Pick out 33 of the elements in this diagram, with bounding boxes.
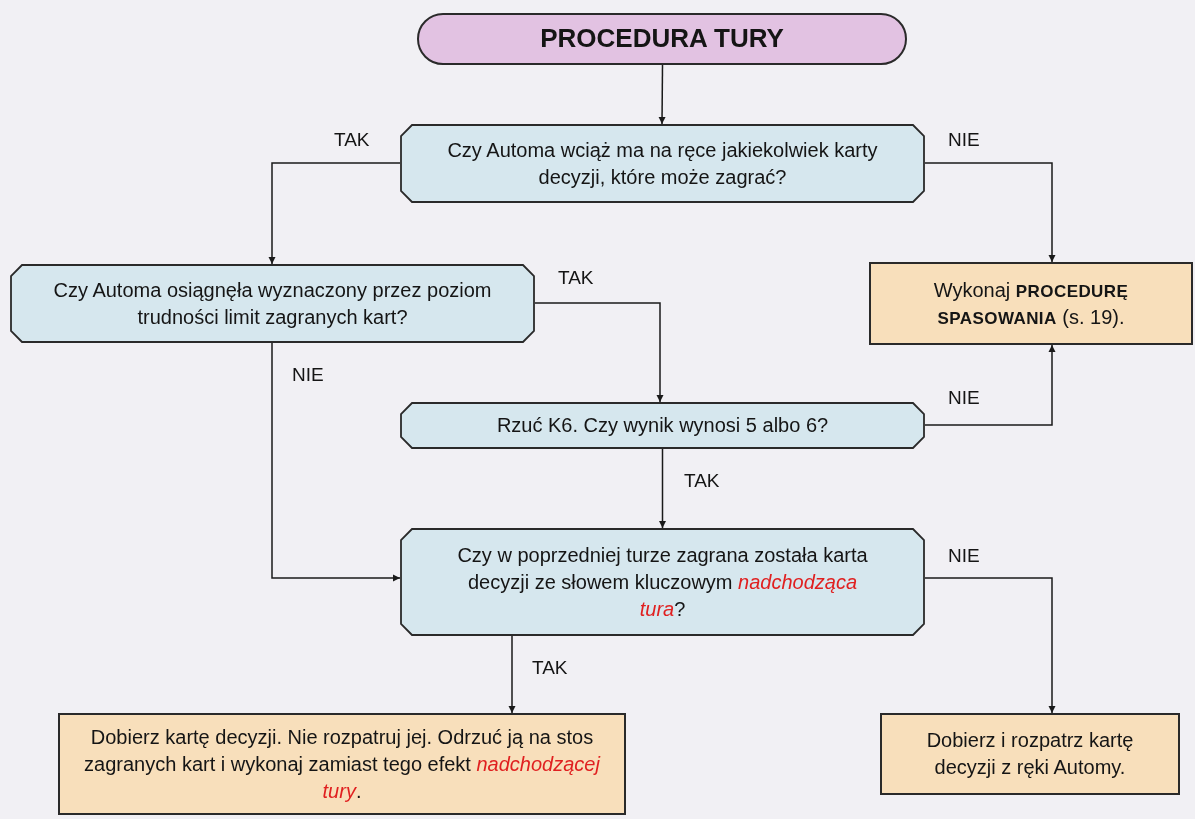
edge-label: TAK <box>684 469 720 493</box>
action-box <box>869 262 1193 345</box>
node-text: Wykonaj PROCEDURĘ SPASOWANIA (s. 19). <box>932 277 1130 330</box>
arrow <box>268 162 401 265</box>
edge-label: TAK <box>558 266 594 290</box>
arrow <box>924 577 1056 714</box>
decision-box <box>400 528 925 636</box>
node-text: PROCEDURA TURY <box>540 22 784 56</box>
decision-box <box>400 402 925 449</box>
node-text: Czy w poprzedniej turze zagrana została karta decyzji ze słowem kluczowym nadchodząca tura? <box>456 542 869 622</box>
node-text: Dobierz kartę decyzji. Nie rozpatruj jej. Odrzuć ją na stos zagranych kart i wykonaj zamiast tego efekt nadchodzącej tury. <box>84 724 600 804</box>
edge-label: TAK <box>532 656 568 680</box>
node-text: Dobierz i rozpatrz kartę decyzji z ręki Automy. <box>925 728 1135 780</box>
edge-label: NIE <box>292 363 324 387</box>
node-text: Czy Automa osiągnęła wyznaczony przez poziom trudności limit zagranych kart? <box>52 277 493 330</box>
arrow <box>534 302 664 403</box>
arrow <box>659 448 666 529</box>
node-text: Rzuć K6. Czy wynik wynosi 5 albo 6? <box>496 413 829 438</box>
arrow <box>271 342 401 582</box>
title-box <box>417 13 907 65</box>
edge-label: NIE <box>948 386 980 410</box>
arrow <box>508 635 516 714</box>
arrow <box>924 162 1056 263</box>
decision-box <box>400 124 925 203</box>
edge-label: TAK <box>334 128 370 152</box>
decision-box <box>10 264 535 343</box>
edge-label: NIE <box>948 544 980 568</box>
action-box <box>58 713 626 815</box>
node-text: Czy Automa wciąż ma na ręce jakiekolwiek karty decyzji, które może zagrać? <box>446 137 879 190</box>
arrow <box>658 64 666 125</box>
action-box <box>880 713 1180 795</box>
edge-label: NIE <box>948 128 980 152</box>
arrow <box>924 344 1056 426</box>
